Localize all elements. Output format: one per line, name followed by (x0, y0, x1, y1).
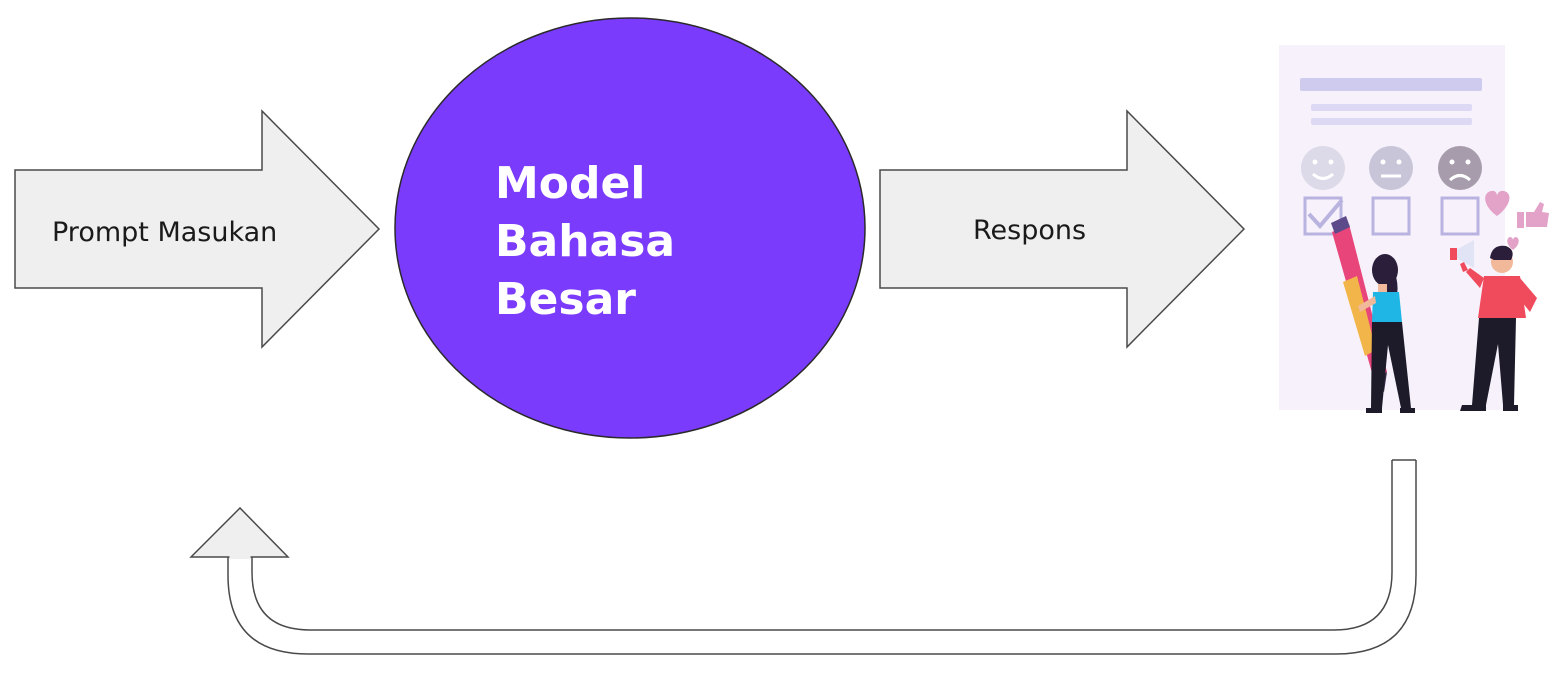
smiley-happy-icon (1301, 146, 1345, 190)
survey-text-line (1311, 104, 1472, 111)
megaphone-icon (1450, 240, 1474, 272)
feedback-loop-head (189, 506, 290, 558)
survey-header-bar (1300, 78, 1482, 91)
checkbox-empty-icon (1440, 196, 1480, 236)
input-arrow-shape (14, 109, 381, 349)
model-circle (394, 17, 866, 439)
smiley-sad-icon (1438, 146, 1482, 190)
model-title-line-1: Model (495, 158, 645, 209)
feedback-loop-arrow (189, 459, 1417, 655)
thumbs-up-icon (1517, 202, 1549, 228)
heart-icon (1507, 237, 1519, 250)
feedback-illustration (1279, 45, 1549, 413)
smiley-neutral-icon (1369, 146, 1413, 190)
output-arrow-label: Respons (973, 215, 1086, 246)
feedback-loop-inner (251, 460, 1393, 631)
woman-figure (1358, 254, 1415, 413)
heart-icon (1485, 190, 1510, 216)
survey-text-line (1311, 118, 1472, 125)
model-title-line-3: Besar (495, 274, 636, 325)
output-arrow: Respons (879, 109, 1246, 349)
model-title-line-2: Bahasa (495, 216, 675, 267)
model-node: Model Bahasa Besar (394, 17, 866, 439)
feedback-loop-head-join (229, 553, 251, 559)
feedback-loop-outer (227, 460, 1417, 655)
input-arrow: Prompt Masukan (14, 109, 381, 349)
man-figure (1460, 245, 1537, 411)
checkbox-empty-icon (1371, 196, 1411, 236)
output-arrow-shape (879, 109, 1246, 349)
checkbox-checked-icon (1303, 196, 1344, 236)
input-arrow-label: Prompt Masukan (52, 217, 277, 248)
